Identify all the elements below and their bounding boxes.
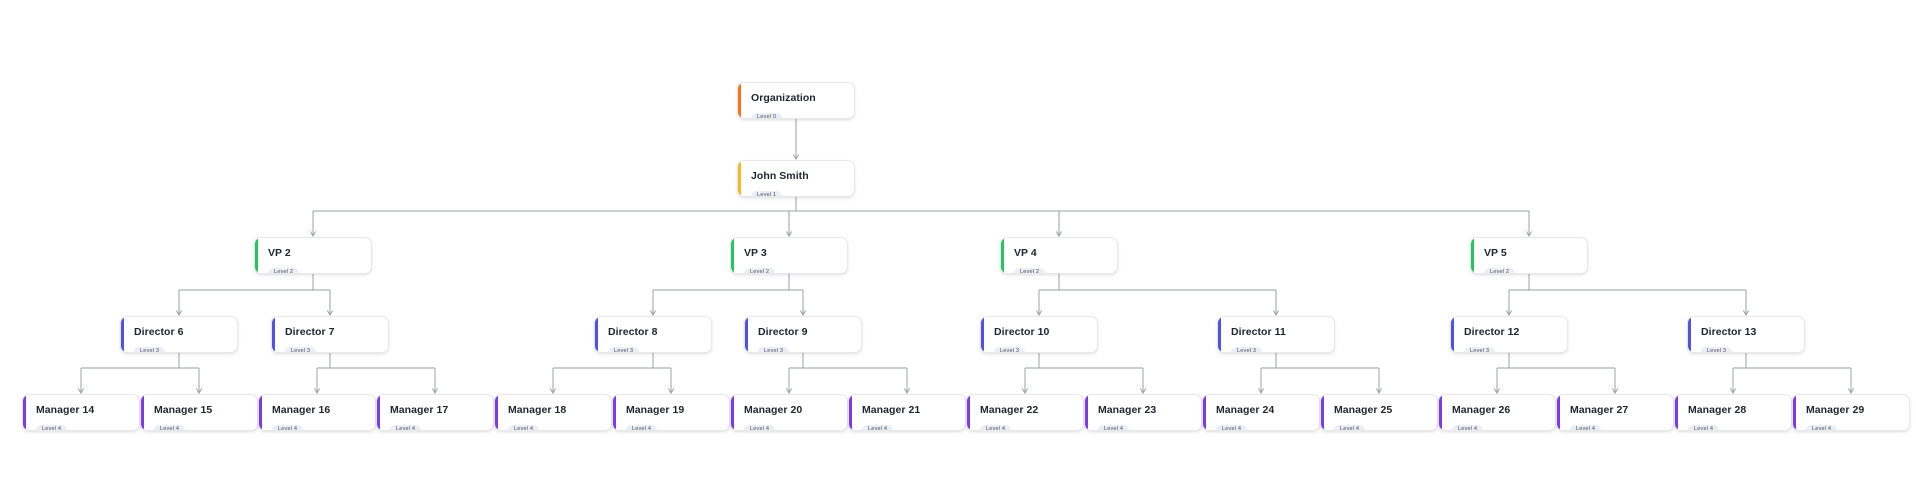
node-title: VP 5	[1484, 247, 1507, 259]
node-level-badge: Level 4	[1098, 424, 1130, 430]
org-node[interactable]: Manager 16 Level 4	[258, 394, 376, 431]
node-level-badge: Level 0	[751, 112, 783, 118]
node-title: Manager 28	[1688, 404, 1747, 416]
org-node[interactable]: Director 12 Level 3	[1450, 316, 1568, 353]
org-node[interactable]: Manager 27 Level 4	[1556, 394, 1674, 431]
node-level-badge: Level 3	[608, 346, 640, 352]
node-title: Director 12	[1464, 326, 1520, 338]
org-node[interactable]: Manager 18 Level 4	[494, 394, 612, 431]
node-level-badge: Level 3	[285, 346, 317, 352]
node-title: Manager 19	[626, 404, 685, 416]
node-title: Organization	[751, 92, 816, 104]
node-level-badge: Level 3	[1464, 346, 1496, 352]
node-level-badge: Level 4	[626, 424, 658, 430]
node-title: Director 11	[1231, 326, 1286, 338]
node-level-badge: Level 3	[758, 346, 790, 352]
org-node[interactable]: Manager 25 Level 4	[1320, 394, 1438, 431]
node-title: Manager 23	[1098, 404, 1157, 416]
org-node[interactable]: Director 11 Level 3	[1217, 316, 1335, 353]
node-level-badge: Level 4	[862, 424, 894, 430]
node-level-badge: Level 2	[744, 267, 776, 273]
node-level-badge: Level 4	[980, 424, 1012, 430]
org-node[interactable]: Manager 17 Level 4	[376, 394, 494, 431]
node-level-badge: Level 4	[744, 424, 776, 430]
node-level-badge: Level 4	[508, 424, 540, 430]
org-node[interactable]: Director 9 Level 3	[744, 316, 862, 353]
node-level-badge: Level 2	[1484, 267, 1516, 273]
org-node[interactable]: Director 10 Level 3	[980, 316, 1098, 353]
node-level-badge: Level 2	[1014, 267, 1046, 273]
node-title: VP 2	[268, 247, 291, 259]
org-node[interactable]: Manager 24 Level 4	[1202, 394, 1320, 431]
node-title: Director 7	[285, 326, 335, 338]
org-node[interactable]: VP 3 Level 2	[730, 237, 848, 274]
node-level-badge: Level 4	[390, 424, 422, 430]
node-title: Manager 18	[508, 404, 567, 416]
node-title: Manager 22	[980, 404, 1039, 416]
node-title: Director 9	[758, 326, 808, 338]
node-level-badge: Level 4	[1806, 424, 1838, 430]
org-node[interactable]: Manager 26 Level 4	[1438, 394, 1556, 431]
node-level-badge: Level 4	[154, 424, 186, 430]
org-node[interactable]: Manager 21 Level 4	[848, 394, 966, 431]
node-title: Manager 29	[1806, 404, 1865, 416]
org-node[interactable]: Director 7 Level 3	[271, 316, 389, 353]
org-node[interactable]: Manager 22 Level 4	[966, 394, 1084, 431]
node-title: Manager 14	[36, 404, 95, 416]
node-title: Manager 21	[862, 404, 921, 416]
node-level-badge: Level 3	[1231, 346, 1263, 352]
org-node[interactable]: Manager 29 Level 4	[1792, 394, 1910, 431]
node-title: Director 13	[1701, 326, 1757, 338]
org-node[interactable]: Manager 23 Level 4	[1084, 394, 1202, 431]
org-node[interactable]: VP 5 Level 2	[1470, 237, 1588, 274]
node-level-badge: Level 4	[1688, 424, 1720, 430]
node-title: VP 3	[744, 247, 767, 259]
node-title: Director 8	[608, 326, 658, 338]
node-level-badge: Level 4	[272, 424, 304, 430]
node-title: Manager 25	[1334, 404, 1393, 416]
node-title: Manager 27	[1570, 404, 1629, 416]
org-node[interactable]: Manager 15 Level 4	[140, 394, 258, 431]
org-node[interactable]: Director 8 Level 3	[594, 316, 712, 353]
node-level-badge: Level 2	[268, 267, 300, 273]
node-level-badge: Level 4	[1570, 424, 1602, 430]
node-title: Manager 17	[390, 404, 449, 416]
org-node[interactable]: Manager 28 Level 4	[1674, 394, 1792, 431]
org-node[interactable]: Director 6 Level 3	[120, 316, 238, 353]
node-title: Director 6	[134, 326, 184, 338]
node-level-badge: Level 4	[1452, 424, 1484, 430]
node-title: Manager 16	[272, 404, 331, 416]
node-level-badge: Level 4	[1334, 424, 1366, 430]
node-title: Manager 24	[1216, 404, 1275, 416]
node-title: Manager 20	[744, 404, 803, 416]
node-level-badge: Level 3	[1701, 346, 1733, 352]
org-node[interactable]: Director 13 Level 3	[1687, 316, 1805, 353]
node-level-badge: Level 4	[36, 424, 68, 430]
org-node[interactable]: VP 4 Level 2	[1000, 237, 1118, 274]
node-title: John Smith	[751, 170, 809, 182]
node-level-badge: Level 1	[751, 190, 783, 196]
org-node[interactable]: Manager 14 Level 4	[22, 394, 140, 431]
node-title: Director 10	[994, 326, 1050, 338]
node-title: Manager 26	[1452, 404, 1511, 416]
org-node[interactable]: Manager 20 Level 4	[730, 394, 848, 431]
node-title: Manager 15	[154, 404, 213, 416]
org-node[interactable]: Manager 19 Level 4	[612, 394, 730, 431]
node-level-badge: Level 3	[994, 346, 1026, 352]
node-level-badge: Level 3	[134, 346, 166, 352]
node-title: VP 4	[1014, 247, 1037, 259]
node-level-badge: Level 4	[1216, 424, 1248, 430]
org-node[interactable]: VP 2 Level 2	[254, 237, 372, 274]
